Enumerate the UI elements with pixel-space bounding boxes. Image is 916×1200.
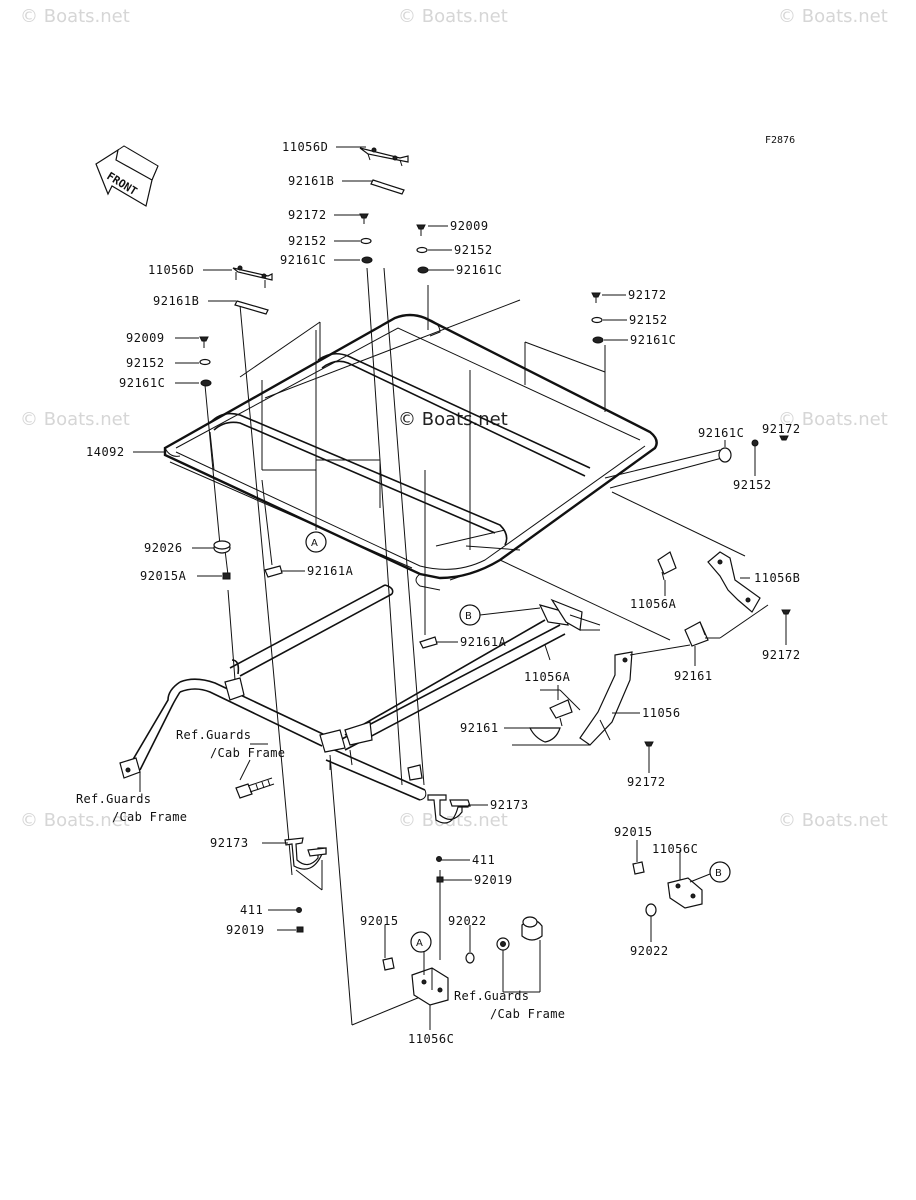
part-label: 92161C: [280, 253, 326, 267]
svg-text:B: B: [465, 611, 472, 622]
assembly-lines: [204, 267, 471, 1026]
svg-text:A: A: [416, 938, 423, 949]
part-label: 92009: [126, 331, 165, 345]
part-label: 92172: [288, 208, 327, 222]
svg-text:B: B: [715, 868, 722, 879]
part-label: 92026: [144, 541, 183, 555]
part-label: 92015A: [140, 569, 187, 583]
front-arrow-icon: FRONT: [95, 145, 159, 207]
part-label: 11056C: [408, 1032, 454, 1046]
part-label: 92019: [226, 923, 265, 937]
part-label: 11056B: [754, 571, 800, 585]
bracket-11056C-right: [632, 861, 703, 917]
part-label: 11056A: [630, 597, 677, 611]
watermark: © Boats.net: [398, 6, 508, 27]
callout-a: A: [410, 931, 432, 975]
part-label: 11056D: [282, 140, 328, 154]
part-label: 92161A: [460, 635, 507, 649]
watermark: © Boats.net: [20, 6, 130, 27]
roof-guide-lines: [239, 285, 746, 641]
hardware-right-stack: [591, 292, 789, 463]
part-label: 92161: [460, 721, 499, 735]
hardware-left-stack: [199, 265, 273, 387]
part-label: 11056: [642, 706, 681, 720]
part-label: 92015: [360, 914, 399, 928]
part-label: 92161C: [698, 426, 744, 440]
hardware-top-stack: [359, 147, 429, 274]
part-label: 92161C: [456, 263, 502, 277]
part-label: 92161A: [307, 564, 354, 578]
part-label: 92019: [474, 873, 513, 887]
part-label: 92015: [614, 825, 653, 839]
watermark: © Boats.net: [778, 409, 888, 430]
clamp-92173-center: [427, 794, 471, 883]
part-labels: 11056D 92161B 92172 92152 92161C 92009 9…: [76, 140, 801, 1046]
part-label: 11056A: [524, 670, 571, 684]
part-label: 411: [472, 853, 495, 867]
reference-label: /Cab Frame: [210, 746, 285, 760]
reference-label: Ref.Guards: [176, 728, 251, 742]
watermark: © Boats.net: [20, 810, 130, 831]
part-label: 92152: [288, 234, 327, 248]
reference-label: Ref.Guards: [76, 792, 151, 806]
leader-lines: [133, 146, 787, 1030]
bracket-11056C-center: [382, 916, 543, 1006]
callout-b: B: [689, 861, 731, 883]
part-label: 92161C: [630, 333, 676, 347]
figure-code: F2876: [765, 135, 795, 146]
part-label: 92009: [450, 219, 489, 233]
part-label: 92161: [674, 669, 713, 683]
clamp-92173-left: [284, 837, 327, 933]
part-label: 92172: [762, 422, 801, 436]
watermark: © Boats.net: [778, 6, 888, 27]
part-label: 92152: [126, 356, 165, 370]
part-label: 92161B: [288, 174, 334, 188]
part-label: 92161C: [119, 376, 165, 390]
part-label: 92173: [210, 836, 249, 850]
reference-label: Ref.Guards: [454, 989, 529, 1003]
part-label: 92152: [733, 478, 772, 492]
bracket-11056: [529, 651, 654, 747]
bolt: [235, 777, 275, 799]
watermark: © Boats.net: [398, 409, 508, 430]
part-label: 92172: [762, 648, 801, 662]
part-label: 92173: [490, 798, 529, 812]
roof-support-frame: [119, 584, 601, 801]
part-label: 11056D: [148, 263, 194, 277]
part-label: 92152: [454, 243, 493, 257]
roof-14092: [163, 299, 658, 591]
part-label: 92022: [448, 914, 487, 928]
bracket-11056A-11056B: [657, 551, 791, 647]
part-label: 92022: [630, 944, 669, 958]
part-label: 92172: [627, 775, 666, 789]
part-label: 411: [240, 903, 263, 917]
reference-label: /Cab Frame: [490, 1007, 565, 1021]
watermark: © Boats.net: [20, 409, 130, 430]
watermark: © Boats.net: [398, 810, 508, 831]
callout-a: A: [305, 531, 327, 553]
callout-b: B: [459, 604, 541, 626]
watermark: © Boats.net: [778, 810, 888, 831]
part-label: 11056C: [652, 842, 698, 856]
reference-label: /Cab Frame: [112, 810, 187, 824]
part-label: 92172: [628, 288, 667, 302]
svg-text:A: A: [311, 538, 318, 549]
bracket-guide-lines: [512, 604, 769, 746]
part-label: 92161B: [153, 294, 199, 308]
hardware-under-roof: [213, 540, 438, 649]
part-label: 92152: [629, 313, 668, 327]
part-label: 14092: [86, 445, 125, 459]
